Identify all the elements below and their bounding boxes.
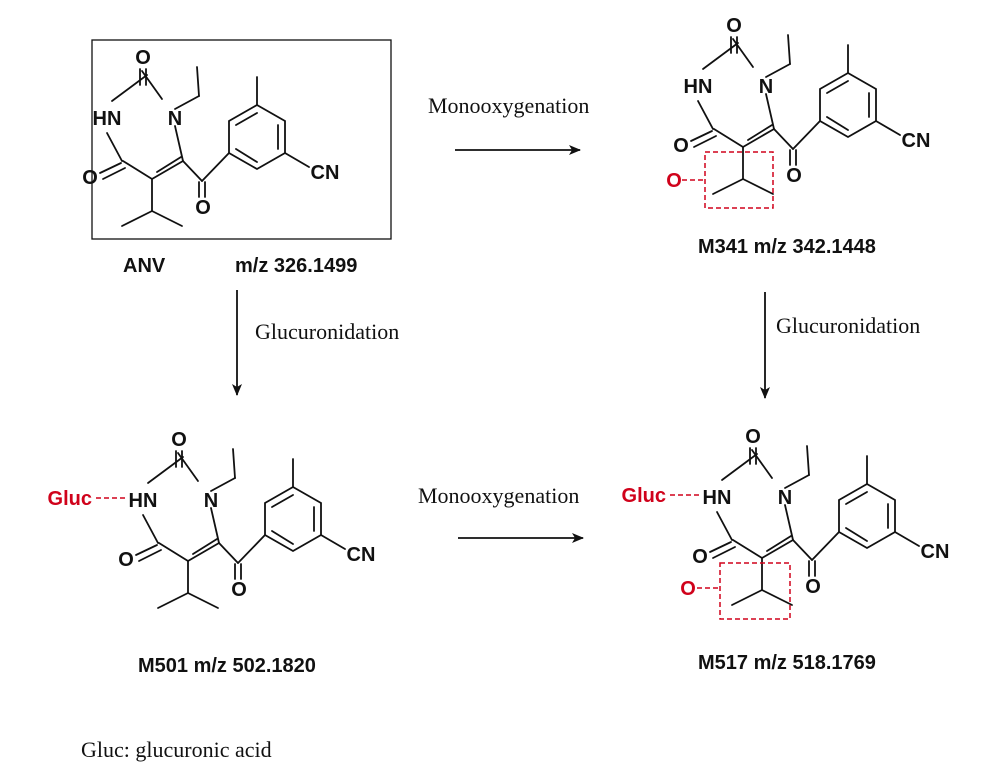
atom-nh: HN [93,108,122,130]
atom-nh: HN [129,490,158,512]
molecule-anv: O HN N O O CN [82,47,340,227]
atom-nh: HN [703,487,732,509]
anv-mz: m/z 326.1499 [235,255,357,277]
anv-name: ANV [123,255,166,277]
atom-o-carbonyl-ring: O [692,546,708,568]
m501-caption: M501 m/z 502.1820 [138,655,316,677]
gluc-label: Gluc [622,485,666,507]
molecule-m341: O HN N O O CN O [666,15,931,209]
m517-caption: M517 m/z 518.1769 [698,652,876,674]
atom-n-ethyl: N [204,490,218,512]
atom-o-ketone: O [805,576,821,598]
atom-nitrile: CN [902,130,931,152]
atom-o-carbonyl-top: O [135,47,151,69]
atom-o-ketone: O [786,165,802,187]
atom-nitrile: CN [311,162,340,184]
reaction-label-top: Monooxygenation [428,93,589,118]
atom-o-carbonyl-ring: O [673,135,689,157]
oxygen-label: O [680,578,696,600]
atom-o-carbonyl-top: O [171,429,187,451]
atom-nitrile: CN [347,544,376,566]
gluc-label: Gluc [48,488,92,510]
atom-o-ketone: O [195,197,211,219]
atom-nh: HN [684,76,713,98]
m341-caption: M341 m/z 342.1448 [698,236,876,258]
reaction-label-bottom: Monooxygenation [418,483,579,508]
reaction-label-left: Glucuronidation [255,319,399,344]
anv-highlight-box [91,39,392,240]
oxygen-label: O [666,170,682,192]
oxidation-site-box [704,151,774,209]
oxidation-site-box [719,562,791,620]
atom-n-ethyl: N [778,487,792,509]
footnote: Gluc: glucuronic acid [81,737,272,762]
atom-o-carbonyl-ring: O [82,167,98,189]
atom-o-carbonyl-top: O [726,15,742,37]
molecule-m501: O HN N O O CN Gluc [48,429,376,609]
molecule-m517: O HN N O O CN Gluc O [622,426,950,620]
atom-o-carbonyl-ring: O [118,549,134,571]
atom-n-ethyl: N [759,76,773,98]
atom-n-ethyl: N [168,108,182,130]
atom-o-ketone: O [231,579,247,601]
reaction-label-right: Glucuronidation [776,313,920,338]
atom-o-carbonyl-top: O [745,426,761,448]
atom-nitrile: CN [921,541,950,563]
